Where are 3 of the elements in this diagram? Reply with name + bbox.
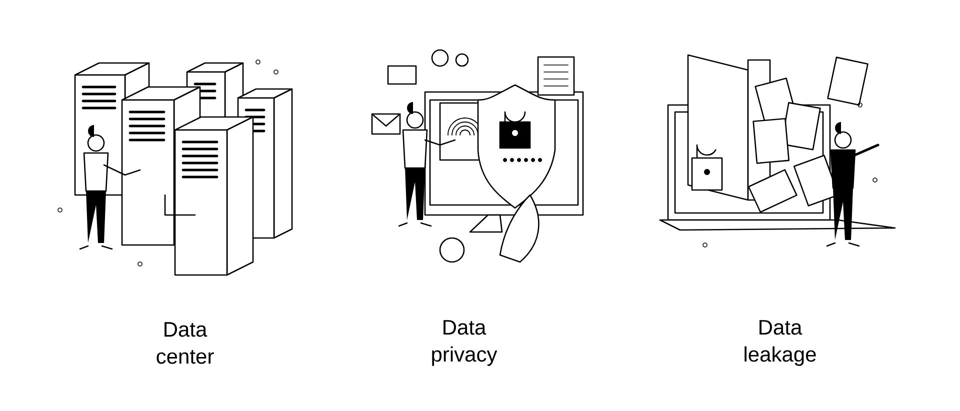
caption: Data privacy — [432, 320, 498, 366]
caption: Data center — [156, 322, 214, 364]
caption: Data leakage — [744, 320, 816, 366]
